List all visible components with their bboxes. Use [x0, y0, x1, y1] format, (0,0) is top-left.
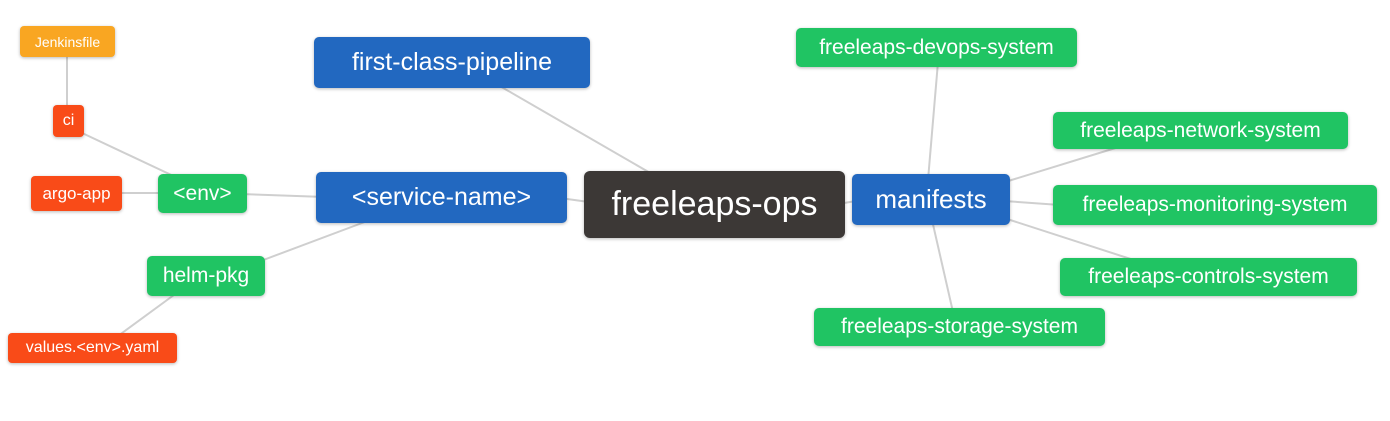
edge-values-helm-pkg: [117, 291, 179, 337]
node-env[interactable]: <env>: [158, 174, 247, 213]
edge-env-service-name: [239, 193, 326, 198]
edge-helm-pkg-service-name: [257, 219, 371, 263]
node-jenkinsfile[interactable]: Jenkinsfile: [20, 26, 115, 57]
node-first-class-pipeline[interactable]: first-class-pipeline: [314, 37, 590, 88]
node-argo-app[interactable]: argo-app: [31, 176, 122, 211]
node-manifests[interactable]: manifests: [852, 174, 1010, 225]
edge-manifests-devops: [927, 61, 939, 181]
node-service-name[interactable]: <service-name>: [316, 172, 567, 223]
node-freeleaps-network-system[interactable]: freeleaps-network-system: [1053, 112, 1348, 149]
edge-pipeline-root: [497, 84, 653, 175]
edge-manifests-storage: [931, 219, 954, 313]
node-freeleaps-controls-system[interactable]: freeleaps-controls-system: [1060, 258, 1357, 296]
edge-ci-env: [79, 131, 183, 181]
edge-manifests-network: [1004, 145, 1123, 183]
edge-manifests-controls: [1003, 217, 1141, 263]
node-ci[interactable]: ci: [53, 105, 84, 137]
node-freeleaps-storage-system[interactable]: freeleaps-storage-system: [814, 308, 1105, 346]
node-helm-pkg[interactable]: helm-pkg: [147, 256, 265, 296]
node-freeleaps-devops-system[interactable]: freeleaps-devops-system: [796, 28, 1077, 67]
node-freeleaps-monitoring-system[interactable]: freeleaps-monitoring-system: [1053, 185, 1377, 225]
node-freeleaps-ops-root[interactable]: freeleaps-ops: [584, 171, 845, 238]
node-values-env-yaml[interactable]: values.<env>.yaml: [8, 333, 177, 363]
edge-manifests-monitoring: [1003, 200, 1061, 206]
